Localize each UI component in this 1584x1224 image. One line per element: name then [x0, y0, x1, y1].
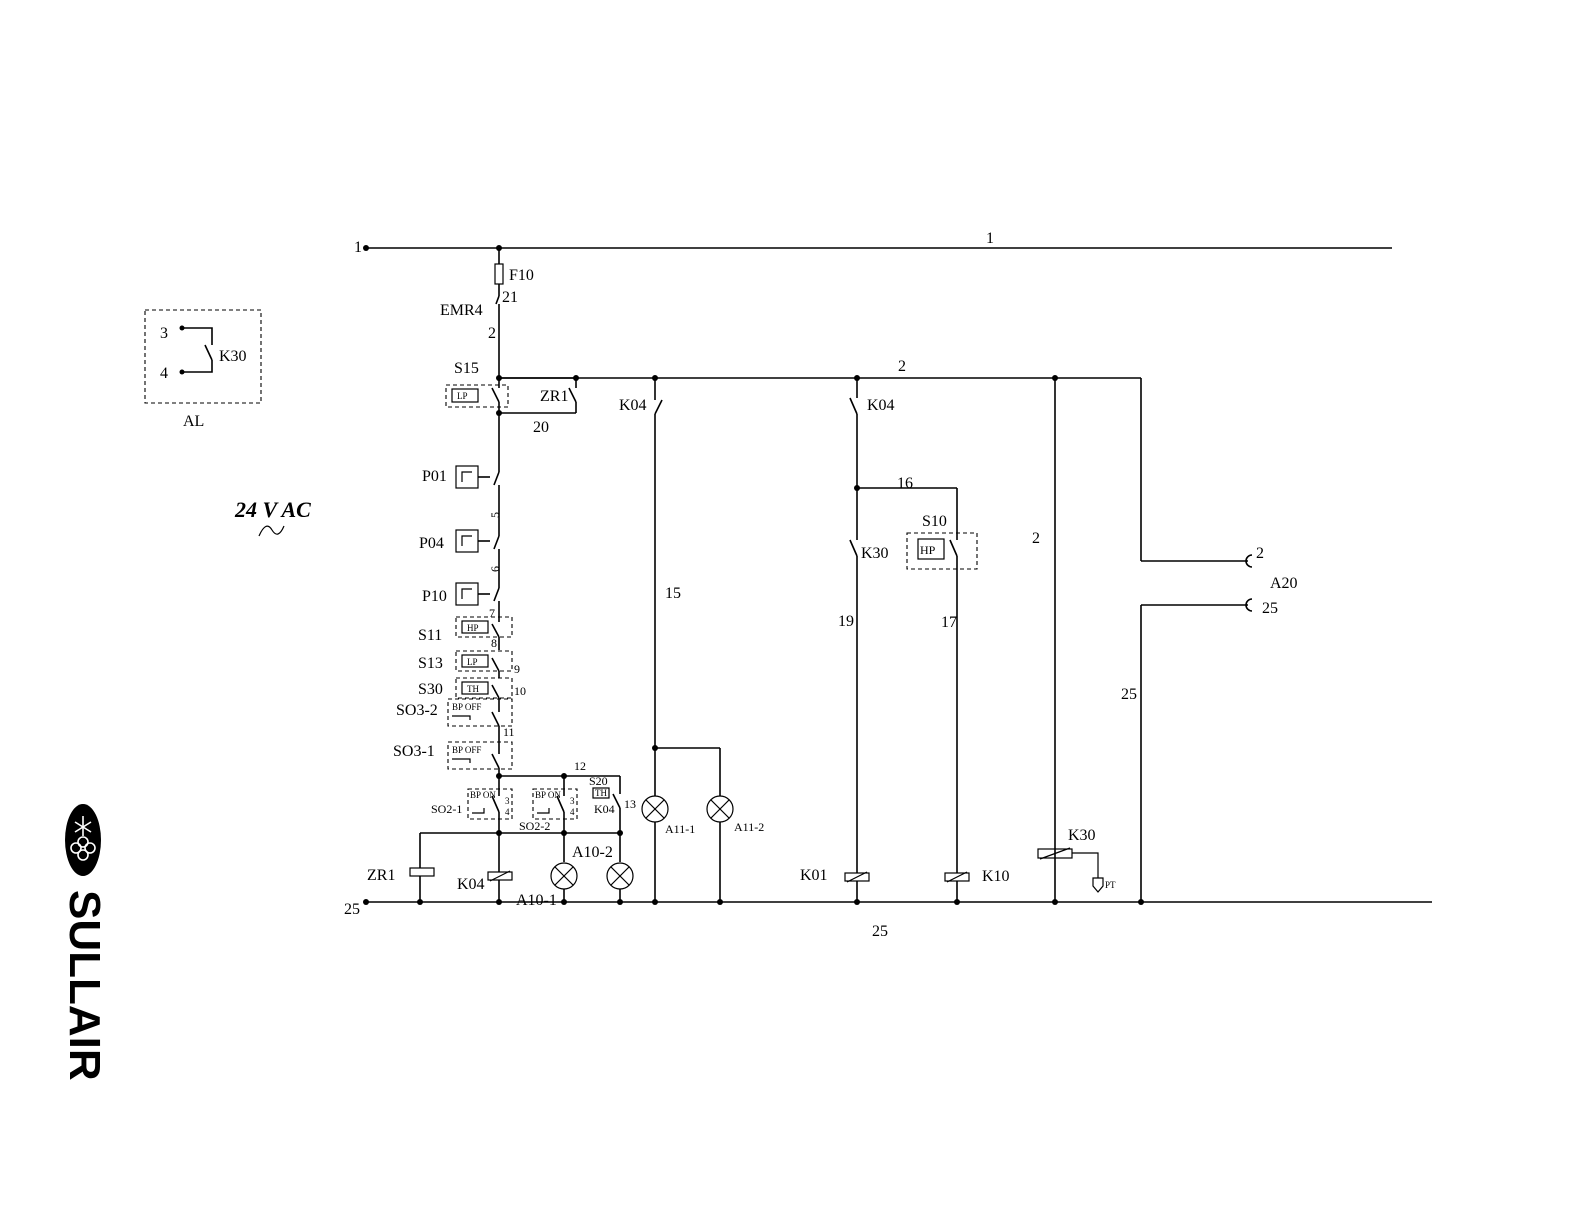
wire-25-left-label: 25	[344, 901, 360, 918]
wire-2-label-d: 2	[1256, 545, 1264, 562]
lamp-a11-2	[707, 796, 733, 822]
pt-sensor	[1093, 878, 1103, 892]
p04-label: P04	[419, 535, 444, 552]
svg-text:3: 3	[570, 796, 575, 806]
k10-coil-label: K10	[982, 868, 1010, 885]
zr1-contact-label: ZR1	[540, 388, 568, 405]
so3-2-label: SO3-2	[396, 702, 438, 719]
svg-text:HP: HP	[467, 623, 479, 633]
wire-12-label: 12	[574, 759, 586, 773]
zr1-contact	[569, 388, 576, 402]
a10-2-label: A10-2	[572, 844, 613, 861]
wire-16-label: 16	[897, 475, 913, 492]
k04-contact-13-label: K04	[594, 802, 615, 816]
svg-text:BP OFF: BP OFF	[452, 745, 481, 755]
sullair-logo: SULLAIR	[60, 804, 109, 1081]
svg-text:SULLAIR: SULLAIR	[60, 890, 109, 1081]
wire-1-left-label: 1	[354, 239, 362, 256]
svg-text:3: 3	[505, 796, 510, 806]
k04-contact-15-label: K04	[619, 397, 647, 414]
wire-2-label-c: 2	[1032, 530, 1040, 547]
svg-text:4: 4	[570, 807, 575, 817]
wire-6-label: 6	[488, 566, 502, 572]
so2-2-label: SO2-2	[519, 819, 550, 833]
so2-1-label: SO2-1	[431, 802, 462, 816]
k04-coil-label: K04	[457, 876, 485, 893]
svg-text:TH: TH	[595, 788, 607, 798]
a10-1-label: A10-1	[516, 892, 557, 909]
wire-25-a20-label: 25	[1262, 600, 1278, 617]
zr1-coil	[410, 868, 434, 876]
wire-11-label: 11	[503, 725, 515, 739]
k30-contact-label: K30	[861, 545, 889, 562]
al-terminal-4: 4	[160, 365, 168, 382]
emr4-label: EMR4	[440, 302, 483, 319]
lamp-a11-1	[642, 796, 668, 822]
wire-20-label: 20	[533, 419, 549, 436]
ac-symbol	[259, 526, 284, 536]
k04-contact-right	[850, 398, 857, 414]
wire-25-mid-label: 25	[872, 923, 888, 940]
s13-switch-box	[456, 651, 512, 671]
s13-label: S13	[418, 655, 443, 672]
svg-text:BP OFF: BP OFF	[452, 702, 481, 712]
fuse-f10	[495, 264, 503, 284]
wire-5-label: 5	[488, 512, 502, 518]
a11-2-label: A11-2	[734, 820, 764, 834]
zr1-coil-label: ZR1	[367, 867, 395, 884]
wire-17-label: 17	[941, 614, 957, 631]
s11-switch-box	[456, 617, 512, 637]
al-label: AL	[183, 413, 204, 430]
rail-1-terminal	[363, 245, 369, 251]
a20-label: A20	[1270, 575, 1298, 592]
wire-7-label: 7	[489, 606, 495, 620]
wire-25-right-label: 25	[1121, 686, 1137, 703]
svg-text:LP: LP	[457, 391, 468, 401]
pt-lead	[1072, 853, 1098, 878]
wire-10-label: 10	[514, 684, 526, 698]
wire-8-label: 8	[491, 636, 497, 650]
wire-1-mid-label: 1	[986, 230, 994, 247]
pressure-switch-p04	[456, 530, 499, 552]
f10-label: F10	[509, 267, 534, 284]
wire-21-label: 21	[502, 289, 518, 306]
s10-label: S10	[922, 513, 947, 530]
so3-1-label: SO3-1	[393, 743, 435, 760]
p10-label: P10	[422, 588, 447, 605]
k01-coil-label: K01	[800, 867, 828, 884]
a11-1-label: A11-1	[665, 822, 695, 836]
al-terminal-3: 3	[160, 325, 168, 342]
pressure-switch-p10	[456, 583, 499, 605]
k04-contact-right-label: K04	[867, 397, 895, 414]
svg-text:TH: TH	[467, 684, 479, 694]
s11-label: S11	[418, 627, 442, 644]
k30-coil-label: K30	[1068, 827, 1096, 844]
wire-13-label: 13	[624, 797, 636, 811]
lamp-a10-2	[607, 863, 633, 889]
wire-15-label: 15	[665, 585, 681, 602]
wire-9-label: 9	[514, 662, 520, 676]
wire-2-label-a: 2	[488, 325, 496, 342]
lamp-a10-1	[551, 863, 577, 889]
p01-label: P01	[422, 468, 447, 485]
pressure-switch-p01	[456, 466, 499, 488]
supply-voltage-label: 24 V AC	[234, 497, 311, 522]
svg-text:HP: HP	[920, 543, 936, 557]
s30-switch-box	[456, 678, 512, 698]
s20-label: S20	[589, 774, 608, 788]
s15-label: S15	[454, 360, 479, 377]
emr4-contact	[496, 296, 499, 304]
rail-25-terminal	[363, 899, 369, 905]
svg-text:LP: LP	[467, 657, 478, 667]
wire-19-label: 19	[838, 613, 854, 630]
al-k30-contact	[205, 345, 212, 360]
k30-contact	[850, 540, 857, 556]
k04-contact-15	[655, 400, 662, 414]
wire-2-label-b: 2	[898, 358, 906, 375]
pt-label: PT	[1105, 880, 1116, 890]
svg-text:4: 4	[505, 807, 510, 817]
s30-label: S30	[418, 681, 443, 698]
al-k30-label: K30	[219, 348, 247, 365]
